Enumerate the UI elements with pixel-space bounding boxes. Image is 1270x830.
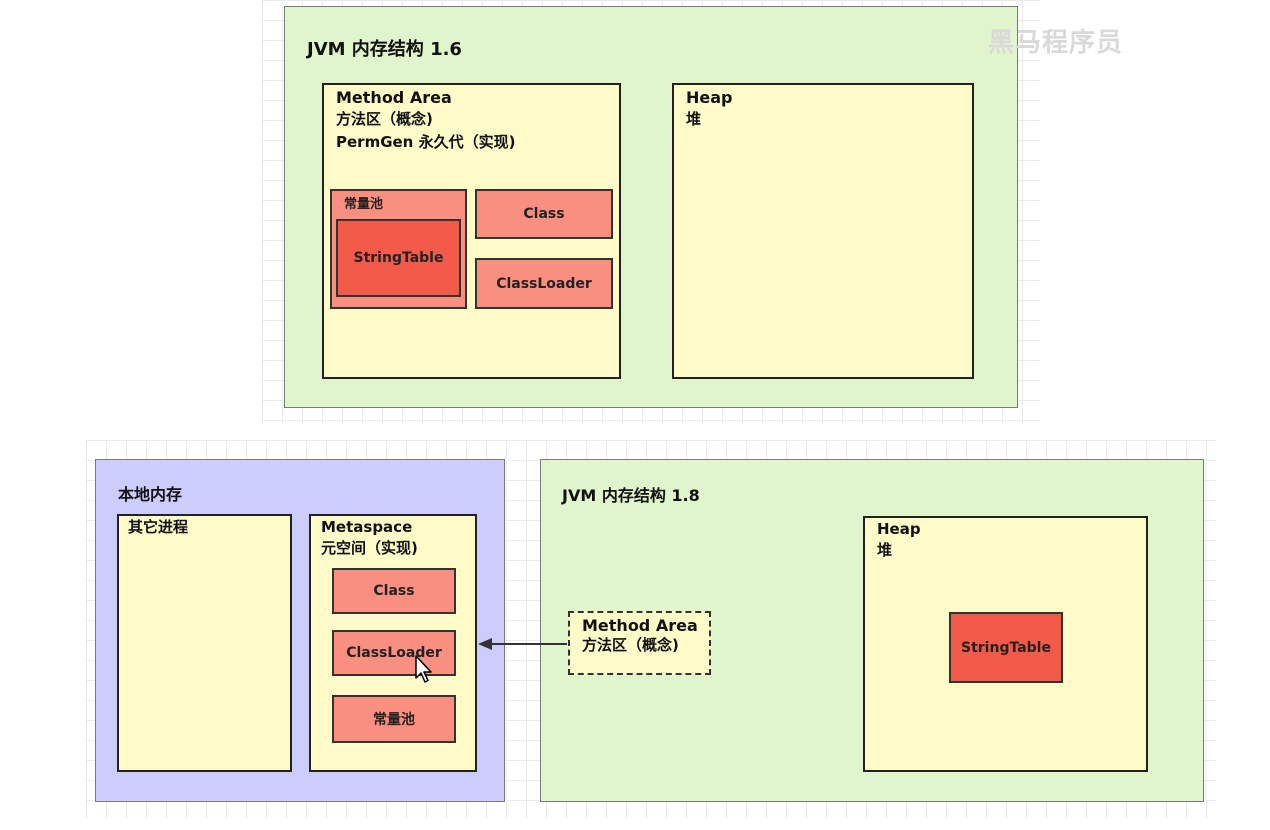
native-memory-title: 本地内存: [118, 485, 183, 504]
jvm-1-6-container: JVM 内存结构 1.6 Method Area 方法区（概念) PermGen…: [284, 6, 1018, 408]
metaspace-label: Metaspace: [321, 518, 413, 536]
metaspace-classloader-box: ClassLoader: [332, 630, 456, 676]
classloader-box: ClassLoader: [475, 258, 613, 309]
class-box: Class: [475, 189, 613, 239]
string-table-box: StringTable: [336, 219, 461, 297]
watermark-logo: 黑马程序员: [988, 28, 1124, 58]
method-area-1-8-concept-label: 方法区（概念): [582, 636, 679, 654]
other-process-label: 其它进程: [128, 518, 189, 536]
heap-box-1-6: Heap 堆: [672, 83, 974, 379]
heap-chinese-label: 堆: [686, 110, 702, 128]
heap-1-8-label: Heap: [877, 520, 921, 538]
metaspace-constant-pool-box: 常量池: [332, 695, 456, 743]
metaspace-box: Metaspace 元空间（实现) Class ClassLoader 常量池: [309, 514, 477, 772]
method-area-concept-box: Method Area 方法区（概念): [568, 611, 711, 675]
native-memory-container: 本地内存 其它进程 Metaspace 元空间（实现) Class ClassL…: [95, 459, 505, 802]
method-area-1-8-label: Method Area: [582, 616, 698, 635]
mouse-cursor-icon: [415, 655, 432, 683]
permgen-label: PermGen 永久代（实现): [336, 133, 516, 151]
arrow-to-metaspace: [478, 638, 567, 650]
method-area-box: Method Area 方法区（概念) PermGen 永久代（实现) 常量池 …: [322, 83, 621, 379]
constant-pool-box: 常量池 StringTable: [330, 189, 467, 309]
heap-box-1-8: Heap 堆 StringTable: [863, 516, 1148, 772]
jvm-1-8-container: JVM 内存结构 1.8 Method Area 方法区（概念) Heap 堆 …: [540, 459, 1204, 802]
method-area-concept-label: 方法区（概念): [336, 110, 433, 128]
heap-string-table-box: StringTable: [949, 612, 1063, 683]
jvm-1-8-title: JVM 内存结构 1.8: [562, 486, 700, 505]
metaspace-chinese-label: 元空间（实现): [321, 539, 418, 557]
jvm-1-6-title: JVM 内存结构 1.6: [307, 39, 462, 60]
metaspace-class-box: Class: [332, 568, 456, 614]
other-process-box: 其它进程: [117, 514, 292, 772]
constant-pool-label: 常量池: [344, 197, 384, 212]
heap-1-8-chinese-label: 堆: [877, 541, 893, 559]
method-area-label: Method Area: [336, 88, 452, 107]
heap-label: Heap: [686, 88, 733, 107]
